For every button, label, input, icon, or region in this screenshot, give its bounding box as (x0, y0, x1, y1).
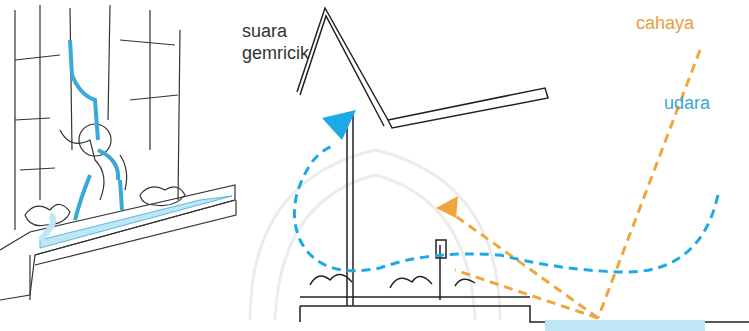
water-stream (70, 40, 122, 220)
airflow-arrowhead (322, 110, 356, 140)
pool-water (40, 196, 232, 248)
light-label: cahaya (636, 12, 726, 34)
pond-water (545, 320, 705, 331)
water-spill (40, 215, 53, 240)
airflow-path (294, 145, 718, 272)
fountain-sketch (0, 5, 236, 300)
light-rays (450, 50, 700, 318)
building-section (297, 8, 749, 322)
air-label: udara (664, 92, 744, 114)
sound-label: suara gemricik (242, 20, 322, 64)
watermark-emblem (250, 150, 500, 320)
light-arrowhead (436, 196, 458, 218)
